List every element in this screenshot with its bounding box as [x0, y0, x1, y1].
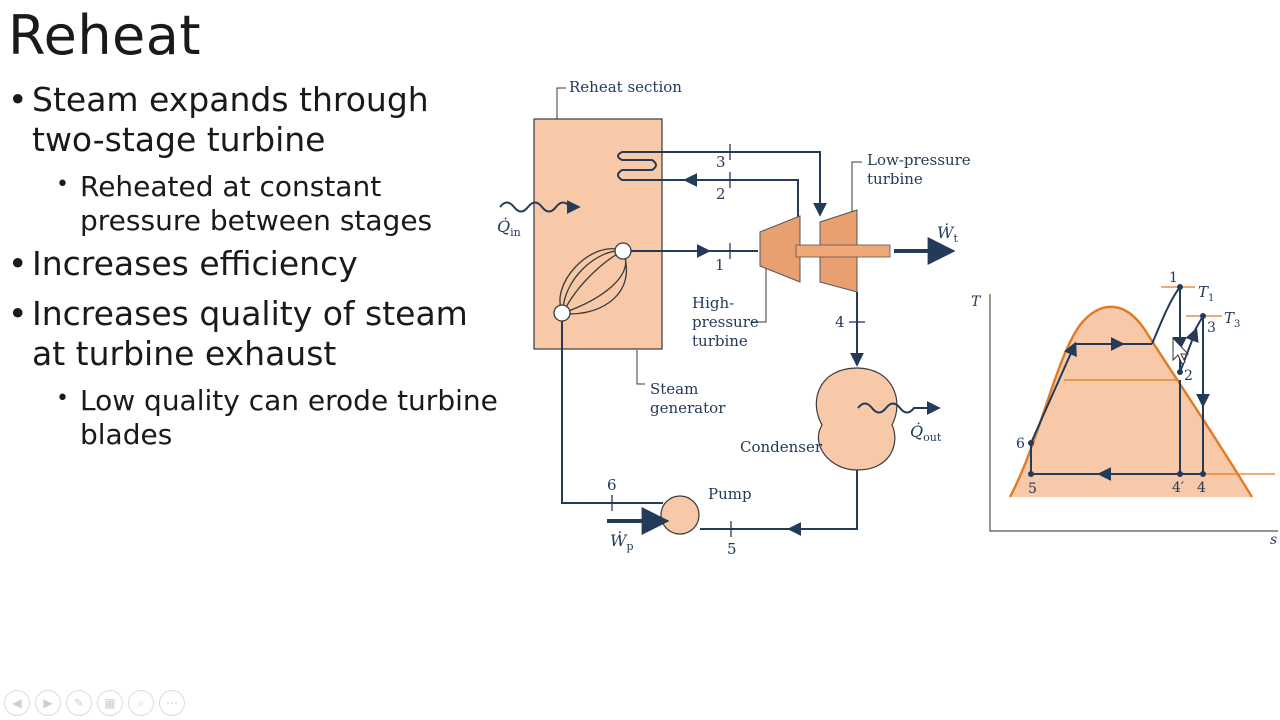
bullet-quality: Increases quality of steam at turbine ex…: [8, 294, 498, 374]
line-state-3: [732, 151, 827, 217]
pump-label: Pump: [708, 485, 752, 503]
steam-generator-label: Steam generator: [650, 380, 726, 417]
header-top: [614, 242, 632, 260]
hp-turbine: [759, 215, 801, 283]
state-5-label: 5: [727, 540, 737, 558]
prev-icon[interactable]: ◀: [4, 690, 30, 716]
next-icon[interactable]: ▶: [35, 690, 61, 716]
ts-point-4-prime: 4′: [1172, 480, 1184, 496]
t1-label: T1: [1198, 283, 1214, 304]
more-icon[interactable]: ⋯: [159, 690, 185, 716]
slide-title: Reheat: [8, 4, 202, 67]
state-6-label: 6: [607, 476, 617, 494]
q-out-label: Q̇out: [910, 422, 942, 444]
state-1-label: 1: [715, 256, 725, 274]
t3-label: T3: [1224, 309, 1240, 330]
state-2-label: 2: [716, 185, 726, 203]
q-in-label: Q̇in: [497, 217, 521, 239]
lp-turbine-label: Low-pressure turbine: [867, 151, 975, 188]
saturation-dome: [1008, 305, 1254, 498]
ts-point-4: 4: [1197, 480, 1206, 496]
ts-axis-s: s: [1270, 532, 1277, 548]
pump: [660, 495, 700, 535]
slides-icon[interactable]: ▦: [97, 690, 123, 716]
line-state-2: [683, 173, 799, 232]
heat-out-arrow: [857, 401, 941, 415]
condenser-label: Condenser: [740, 438, 823, 456]
mouse-cursor-icon: [1172, 336, 1190, 365]
bullet-list: Steam expands through two-stage turbine …: [8, 80, 498, 458]
subbullet-reheated: Reheated at constant pressure between st…: [8, 168, 498, 238]
w-t-label: Ẇt: [937, 222, 958, 245]
ts-point-5: 5: [1028, 481, 1037, 497]
state-3-label: 3: [716, 153, 726, 171]
w-p-label: Ẇp: [610, 530, 634, 553]
ts-point-3: 3: [1207, 320, 1216, 336]
slideshow-controls: ◀ ▶ ✎ ▦ ⌕ ⋯: [4, 690, 185, 716]
bullet-two-stage-turbine: Steam expands through two-stage turbine: [8, 80, 498, 160]
reheat-section-label: Reheat section: [569, 78, 682, 96]
ts-point-6: 6: [1016, 436, 1025, 452]
turbine-shaft: [795, 244, 891, 258]
cycle-schematic: Reheat section Steam generator High- pre…: [497, 78, 975, 558]
ts-point-2: 2: [1184, 368, 1193, 384]
zoom-icon[interactable]: ⌕: [128, 690, 154, 716]
ts-point-1: 1: [1169, 270, 1178, 286]
state-4-label: 4: [835, 313, 845, 331]
subbullet-erode: Low quality can erode turbine blades: [8, 382, 498, 452]
heat-in-arrow: [499, 200, 581, 214]
line-state-6: [561, 321, 663, 504]
ts-axis-t: T: [971, 294, 982, 310]
line-state-5: [787, 470, 858, 536]
condenser: [815, 367, 898, 471]
ts-diagram: T s T1 T3 1 2 3 4 4′ 5 6: [971, 270, 1278, 548]
pen-icon[interactable]: ✎: [66, 690, 92, 716]
ts-axes: [989, 294, 1278, 532]
reheat-coil: [617, 151, 732, 181]
hp-turbine-label: High- pressure turbine: [692, 294, 764, 350]
bullet-efficiency: Increases efficiency: [8, 244, 498, 284]
steam-generator-box: [533, 118, 663, 350]
header-bottom: [553, 304, 571, 322]
